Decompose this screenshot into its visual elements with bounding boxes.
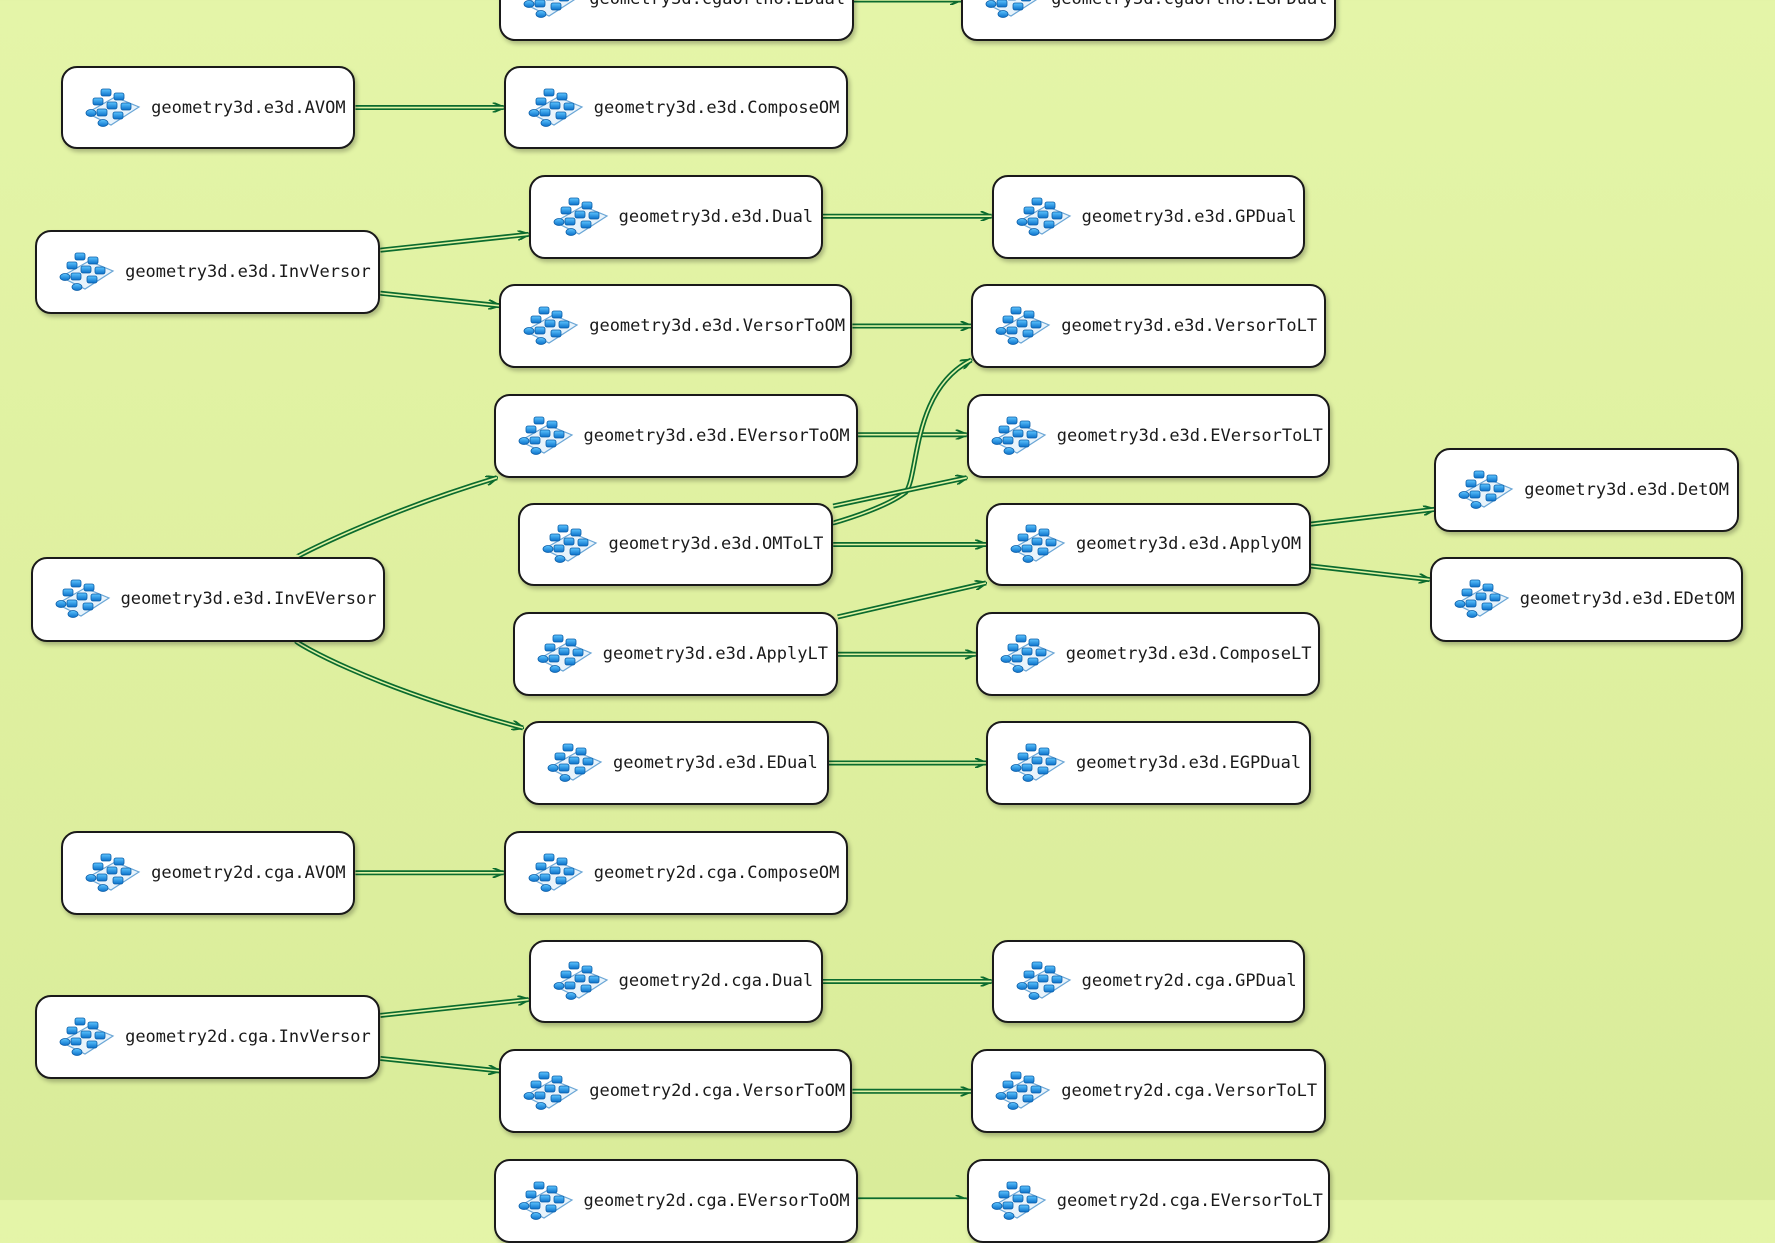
node-label: geometry3d.e3d.ApplyOM — [1075, 534, 1302, 555]
node-label: geometry3d.e3d.EGPDual — [1075, 752, 1302, 773]
component-cluster-icon — [51, 574, 113, 624]
component-cluster-icon — [55, 1012, 117, 1062]
node-label: geometry2d.cga.InvVersor — [125, 1026, 371, 1047]
component-cluster-icon — [514, 1176, 576, 1226]
node-geometry3d-e3d-omtolt[interactable]: geometry3d.e3d.OMToLT — [518, 502, 834, 587]
component-cluster-icon — [81, 848, 143, 898]
node-label: geometry3d.e3d.EDetOM — [1519, 589, 1735, 610]
component-cluster-icon — [991, 1066, 1053, 1116]
component-cluster-icon — [1012, 956, 1074, 1006]
component-cluster-icon — [524, 848, 586, 898]
node-geometry3d-e3d-applylt[interactable]: geometry3d.e3d.ApplyLT — [512, 612, 838, 697]
node-label: geometry2d.cga.VersorToOM — [589, 1081, 846, 1102]
node-geometry3d-e3d-dual[interactable]: geometry3d.e3d.Dual — [528, 175, 823, 260]
node-geometry3d-e3d-detom[interactable]: geometry3d.e3d.DetOM — [1434, 448, 1739, 533]
component-cluster-icon — [1012, 192, 1074, 242]
node-label: geometry3d.cgaOrtho.EDual — [589, 0, 861, 9]
node-label: geometry3d.e3d.Dual — [618, 207, 814, 228]
node-geometry3d-e3d-edetom[interactable]: geometry3d.e3d.EDetOM — [1429, 556, 1744, 642]
node-geometry3d-cgaortho-egpdual[interactable]: geometry3d.cgaOrtho.EGPDual — [961, 0, 1336, 41]
dependency-diagram: geometry3d.cgaOrtho.EDual geometry3d.cga… — [30, 0, 1744, 1243]
component-cluster-icon — [519, 1066, 581, 1116]
component-cluster-icon — [538, 519, 600, 569]
edge-n13-to-n15 — [1310, 563, 1430, 580]
component-cluster-icon — [519, 301, 581, 351]
node-geometry2d-cga-avom[interactable]: geometry2d.cga.AVOM — [61, 830, 356, 915]
node-geometry3d-e3d-gpdual[interactable]: geometry3d.e3d.GPDual — [991, 175, 1306, 260]
component-cluster-icon — [524, 83, 586, 133]
node-geometry3d-cgaortho-edual[interactable]: geometry3d.cgaOrtho.EDual — [499, 0, 854, 41]
node-geometry2d-cga-eversortolt[interactable]: geometry2d.cga.EVersorToLT — [966, 1159, 1331, 1243]
component-cluster-icon — [1006, 519, 1068, 569]
node-geometry2d-cga-invversor[interactable]: geometry2d.cga.InvVersor — [35, 995, 381, 1079]
component-cluster-icon — [1450, 574, 1512, 624]
node-label: geometry2d.cga.VersorToLT — [1061, 1081, 1318, 1102]
node-label: geometry3d.e3d.EDual — [612, 752, 818, 773]
edge-n14-to-n9 — [295, 478, 497, 560]
component-cluster-icon — [991, 301, 1053, 351]
component-cluster-icon — [549, 192, 611, 242]
node-geometry3d-e3d-versortolt[interactable]: geometry3d.e3d.VersorToLT — [971, 284, 1326, 368]
node-geometry3d-e3d-eversortoom[interactable]: geometry3d.e3d.EVersorToOM — [493, 393, 859, 478]
node-geometry3d-e3d-invversor[interactable]: geometry3d.e3d.InvVersor — [35, 229, 381, 314]
edge-n6-to-n4 — [380, 234, 528, 253]
edge-n16-to-n13 — [837, 583, 986, 620]
node-label: geometry2d.cga.EVersorToOM — [583, 1191, 850, 1212]
node-label: geometry3d.e3d.DetOM — [1524, 480, 1729, 501]
node-label: geometry3d.e3d.ComposeLT — [1065, 644, 1312, 665]
node-geometry2d-cga-eversortoom[interactable]: geometry2d.cga.EVersorToOM — [493, 1159, 859, 1243]
component-cluster-icon — [543, 738, 605, 788]
node-label: geometry3d.e3d.InvVersor — [125, 261, 371, 282]
node-geometry2d-cga-versortoom[interactable]: geometry2d.cga.VersorToOM — [499, 1049, 853, 1134]
component-cluster-icon — [519, 0, 581, 24]
node-label: geometry2d.cga.AVOM — [151, 862, 346, 883]
node-label: geometry3d.e3d.OMToLT — [608, 534, 824, 555]
component-cluster-icon — [996, 629, 1058, 679]
component-cluster-icon — [514, 411, 576, 461]
node-label: geometry2d.cga.ComposeOM — [593, 862, 840, 883]
node-label: geometry3d.e3d.EVersorToOM — [583, 425, 850, 446]
node-label: geometry3d.e3d.GPDual — [1081, 207, 1297, 228]
component-cluster-icon — [987, 411, 1049, 461]
node-geometry2d-cga-dual[interactable]: geometry2d.cga.Dual — [528, 939, 823, 1024]
node-label: geometry3d.e3d.VersorToLT — [1061, 316, 1318, 336]
node-label: geometry3d.e3d.VersorToOM — [589, 316, 846, 336]
node-geometry2d-cga-gpdual[interactable]: geometry2d.cga.GPDual — [991, 939, 1306, 1024]
component-cluster-icon — [549, 956, 611, 1006]
node-geometry3d-e3d-egpdual[interactable]: geometry3d.e3d.EGPDual — [985, 721, 1311, 805]
edge-n12-to-n10 — [832, 478, 967, 509]
node-geometry3d-e3d-inveversor[interactable]: geometry3d.e3d.InvEVersor — [30, 556, 385, 642]
node-geometry3d-e3d-composelt[interactable]: geometry3d.e3d.ComposeLT — [975, 612, 1320, 697]
component-cluster-icon — [533, 629, 595, 679]
component-cluster-icon — [55, 247, 117, 297]
node-label: geometry3d.e3d.ComposeOM — [593, 97, 840, 118]
node-geometry2d-cga-versortolt[interactable]: geometry2d.cga.VersorToLT — [971, 1049, 1326, 1134]
edge-n6-to-n7 — [380, 290, 499, 305]
node-label: geometry2d.cga.GPDual — [1081, 971, 1297, 992]
node-label: geometry2d.cga.Dual — [618, 971, 814, 992]
component-cluster-icon — [1454, 465, 1516, 515]
node-geometry3d-e3d-eversortolt[interactable]: geometry3d.e3d.EVersorToLT — [966, 393, 1331, 478]
node-geometry3d-e3d-avom[interactable]: geometry3d.e3d.AVOM — [61, 65, 356, 150]
node-label: geometry3d.e3d.AVOM — [151, 97, 346, 118]
node-geometry3d-e3d-versortoom[interactable]: geometry3d.e3d.VersorToOM — [499, 284, 853, 368]
node-label: geometry3d.e3d.ApplyLT — [602, 644, 828, 665]
node-label: geometry3d.cgaOrtho.EGPDual — [1051, 0, 1343, 9]
edge-n24-to-n25 — [380, 1055, 499, 1070]
component-cluster-icon — [81, 83, 143, 133]
component-cluster-icon — [1006, 738, 1068, 788]
component-cluster-icon — [981, 0, 1043, 24]
node-geometry3d-e3d-edual[interactable]: geometry3d.e3d.EDual — [522, 721, 829, 805]
node-label: geometry3d.e3d.EVersorToLT — [1056, 425, 1323, 446]
edge-n14-to-n18 — [294, 639, 523, 728]
edge-n13-to-n11 — [1310, 509, 1434, 527]
node-geometry3d-e3d-composeom[interactable]: geometry3d.e3d.ComposeOM — [503, 65, 848, 150]
node-geometry3d-e3d-applyom[interactable]: geometry3d.e3d.ApplyOM — [985, 502, 1311, 587]
node-label: geometry2d.cga.EVersorToLT — [1056, 1191, 1323, 1212]
component-cluster-icon — [987, 1176, 1049, 1226]
node-label: geometry3d.e3d.InvEVersor — [120, 589, 377, 610]
edge-n24-to-n22 — [380, 1000, 528, 1018]
node-geometry2d-cga-composeom[interactable]: geometry2d.cga.ComposeOM — [503, 830, 848, 915]
